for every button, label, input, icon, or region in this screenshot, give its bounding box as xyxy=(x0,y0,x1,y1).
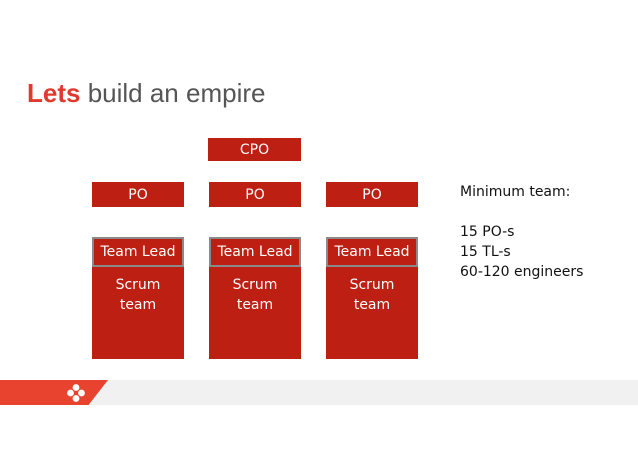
title-rest: build an empire xyxy=(80,78,266,108)
note-line-engineers: 60-120 engineers xyxy=(460,264,584,280)
team-column-2: Team Lead Scrum team xyxy=(209,237,301,359)
scrum-team-label: Scrum team xyxy=(349,277,395,313)
footer-red-tab xyxy=(0,380,108,405)
po-box-3: PO xyxy=(326,182,418,207)
po-box-2: PO xyxy=(209,182,301,207)
footer-band xyxy=(0,380,638,405)
team-lead-box: Team Lead xyxy=(209,237,301,267)
title-emphasis: Lets xyxy=(27,78,81,108)
po-box-1: PO xyxy=(92,182,184,207)
cpo-box: CPO xyxy=(208,138,301,161)
scrum-team-label: Scrum team xyxy=(232,277,278,313)
note-heading: Minimum team: xyxy=(460,184,571,200)
scrum-team-label: Scrum team xyxy=(115,277,161,313)
team-column-3: Team Lead Scrum team xyxy=(326,237,418,359)
team-lead-box: Team Lead xyxy=(92,237,184,267)
slide-title: Lets build an empire xyxy=(27,78,265,108)
minimum-team-note: Minimum team: 15 PO-s 15 TL-s 60-120 engine… xyxy=(460,182,583,282)
note-line-po: 15 PO-s xyxy=(460,224,515,240)
team-lead-box: Team Lead xyxy=(326,237,418,267)
note-line-tl: 15 TL-s xyxy=(460,244,511,260)
clover-logo-icon xyxy=(67,384,85,402)
team-column-1: Team Lead Scrum team xyxy=(92,237,184,359)
